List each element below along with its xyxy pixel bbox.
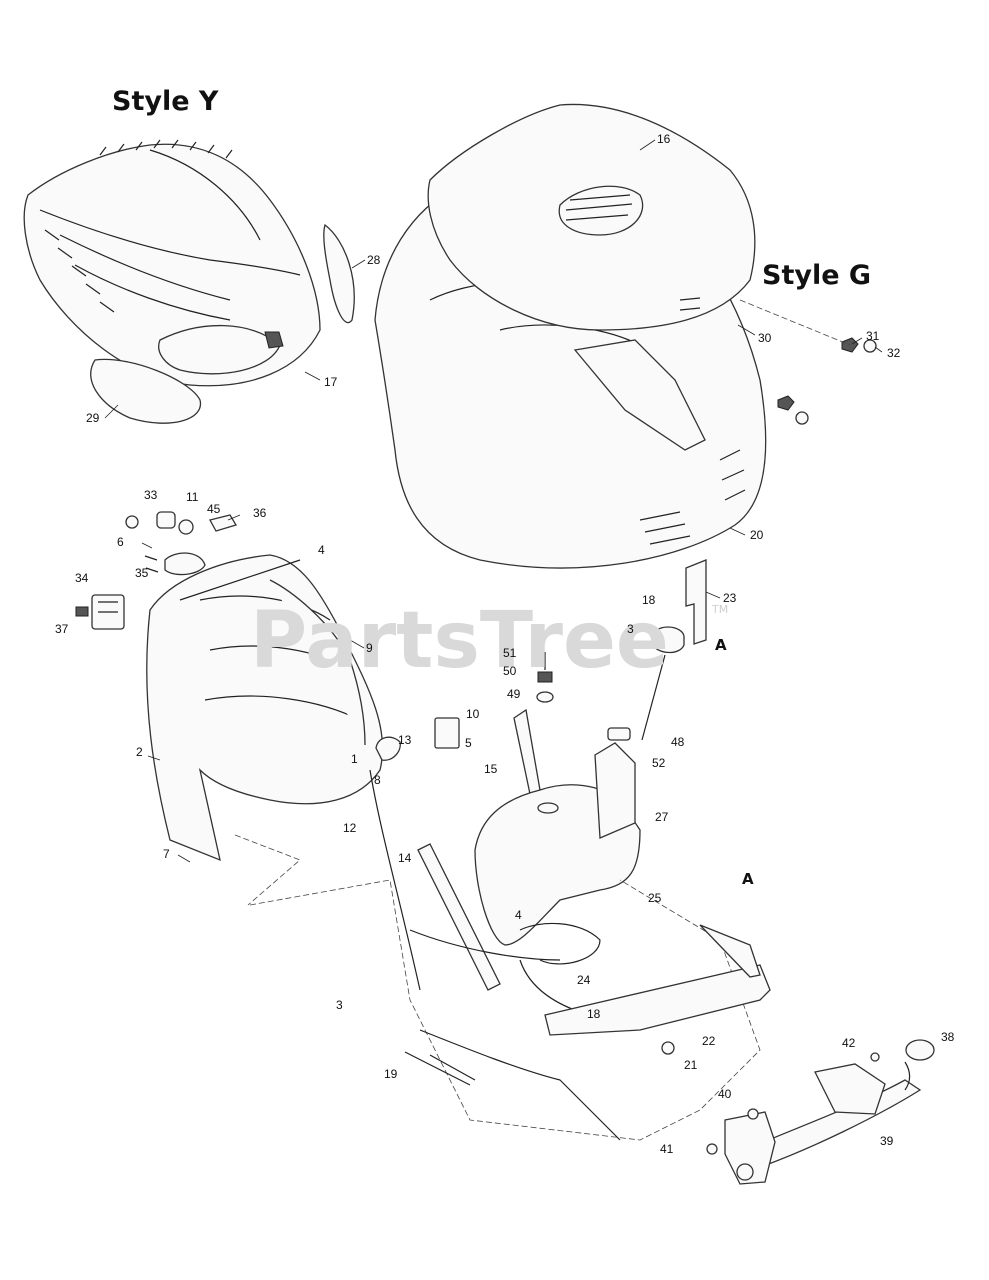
fuel-fittings xyxy=(536,652,554,703)
callout: 18 xyxy=(587,1007,601,1021)
callout: 8 xyxy=(374,773,381,787)
lens-29 xyxy=(90,358,201,424)
callout: 18 xyxy=(642,593,656,607)
callout: 12 xyxy=(343,821,357,835)
callout: 32 xyxy=(887,346,901,360)
bracket-23 xyxy=(685,559,707,645)
callout: 17 xyxy=(324,375,338,389)
dash-outline-lower xyxy=(234,834,301,906)
fuel-cap-48 xyxy=(641,626,685,741)
callout: 23 xyxy=(723,591,737,605)
callout: 11 xyxy=(186,490,199,504)
front-bumper xyxy=(706,1039,935,1185)
callout: 37 xyxy=(55,622,69,636)
callout: 13 xyxy=(398,733,412,747)
dash-panel-9 xyxy=(146,552,384,862)
callout: 19 xyxy=(384,1067,398,1081)
callout: 45 xyxy=(207,502,221,516)
callout: 7 xyxy=(163,847,170,861)
callout: 38 xyxy=(941,1030,955,1044)
leader-lines xyxy=(104,139,883,863)
callout: 39 xyxy=(880,1134,894,1148)
ref-marker-a-upper: A xyxy=(715,636,727,654)
linkages xyxy=(369,717,501,991)
callout: 30 xyxy=(758,331,772,345)
callout: 42 xyxy=(842,1036,856,1050)
callout: 10 xyxy=(466,707,480,721)
callout: 25 xyxy=(648,891,662,905)
callout: 20 xyxy=(750,528,764,542)
callout: 3 xyxy=(627,622,634,636)
callout: 41 xyxy=(660,1142,674,1156)
callout: 36 xyxy=(253,506,267,520)
callout: 2 xyxy=(136,745,143,759)
style-g-hood xyxy=(374,103,767,569)
watermark: PartsTree xyxy=(250,596,669,686)
callout: 4 xyxy=(515,908,522,922)
callout: 4 xyxy=(318,543,325,557)
fasteners-31-32 xyxy=(739,299,877,425)
callout: 1 xyxy=(351,752,358,766)
callout: 22 xyxy=(702,1034,716,1048)
style-g-label: Style G xyxy=(762,260,872,291)
watermark-tm: TM xyxy=(712,603,729,616)
callout: 29 xyxy=(86,411,100,425)
ref-marker-a-lower: A xyxy=(742,870,754,888)
callout: 24 xyxy=(577,973,591,987)
callout: 51 xyxy=(503,646,517,660)
callout: 5 xyxy=(465,736,472,750)
callout: 9 xyxy=(366,641,373,655)
callout: 15 xyxy=(484,762,498,776)
callout: 21 xyxy=(684,1058,698,1072)
callout: 31 xyxy=(866,329,880,343)
callout: 27 xyxy=(655,810,669,824)
callout: 34 xyxy=(75,571,89,585)
callout: 35 xyxy=(135,566,149,580)
callout: 3 xyxy=(336,998,343,1012)
style-y-hood xyxy=(23,139,321,387)
cable-ties-19 xyxy=(404,1051,476,1086)
callout: 6 xyxy=(117,535,124,549)
frame xyxy=(249,879,771,1141)
callout: 52 xyxy=(652,756,666,770)
callout: 16 xyxy=(657,132,671,146)
callout: 50 xyxy=(503,664,517,678)
bracket-15 xyxy=(513,708,541,795)
callout: 49 xyxy=(507,687,521,701)
fuel-tank xyxy=(474,727,641,946)
callout: 28 xyxy=(367,253,381,267)
lens-28 xyxy=(323,223,355,324)
callout: 33 xyxy=(144,488,158,502)
callout: 14 xyxy=(398,851,412,865)
callout: 48 xyxy=(671,735,685,749)
style-y-label: Style Y xyxy=(112,86,219,117)
callout: 40 xyxy=(718,1087,732,1101)
